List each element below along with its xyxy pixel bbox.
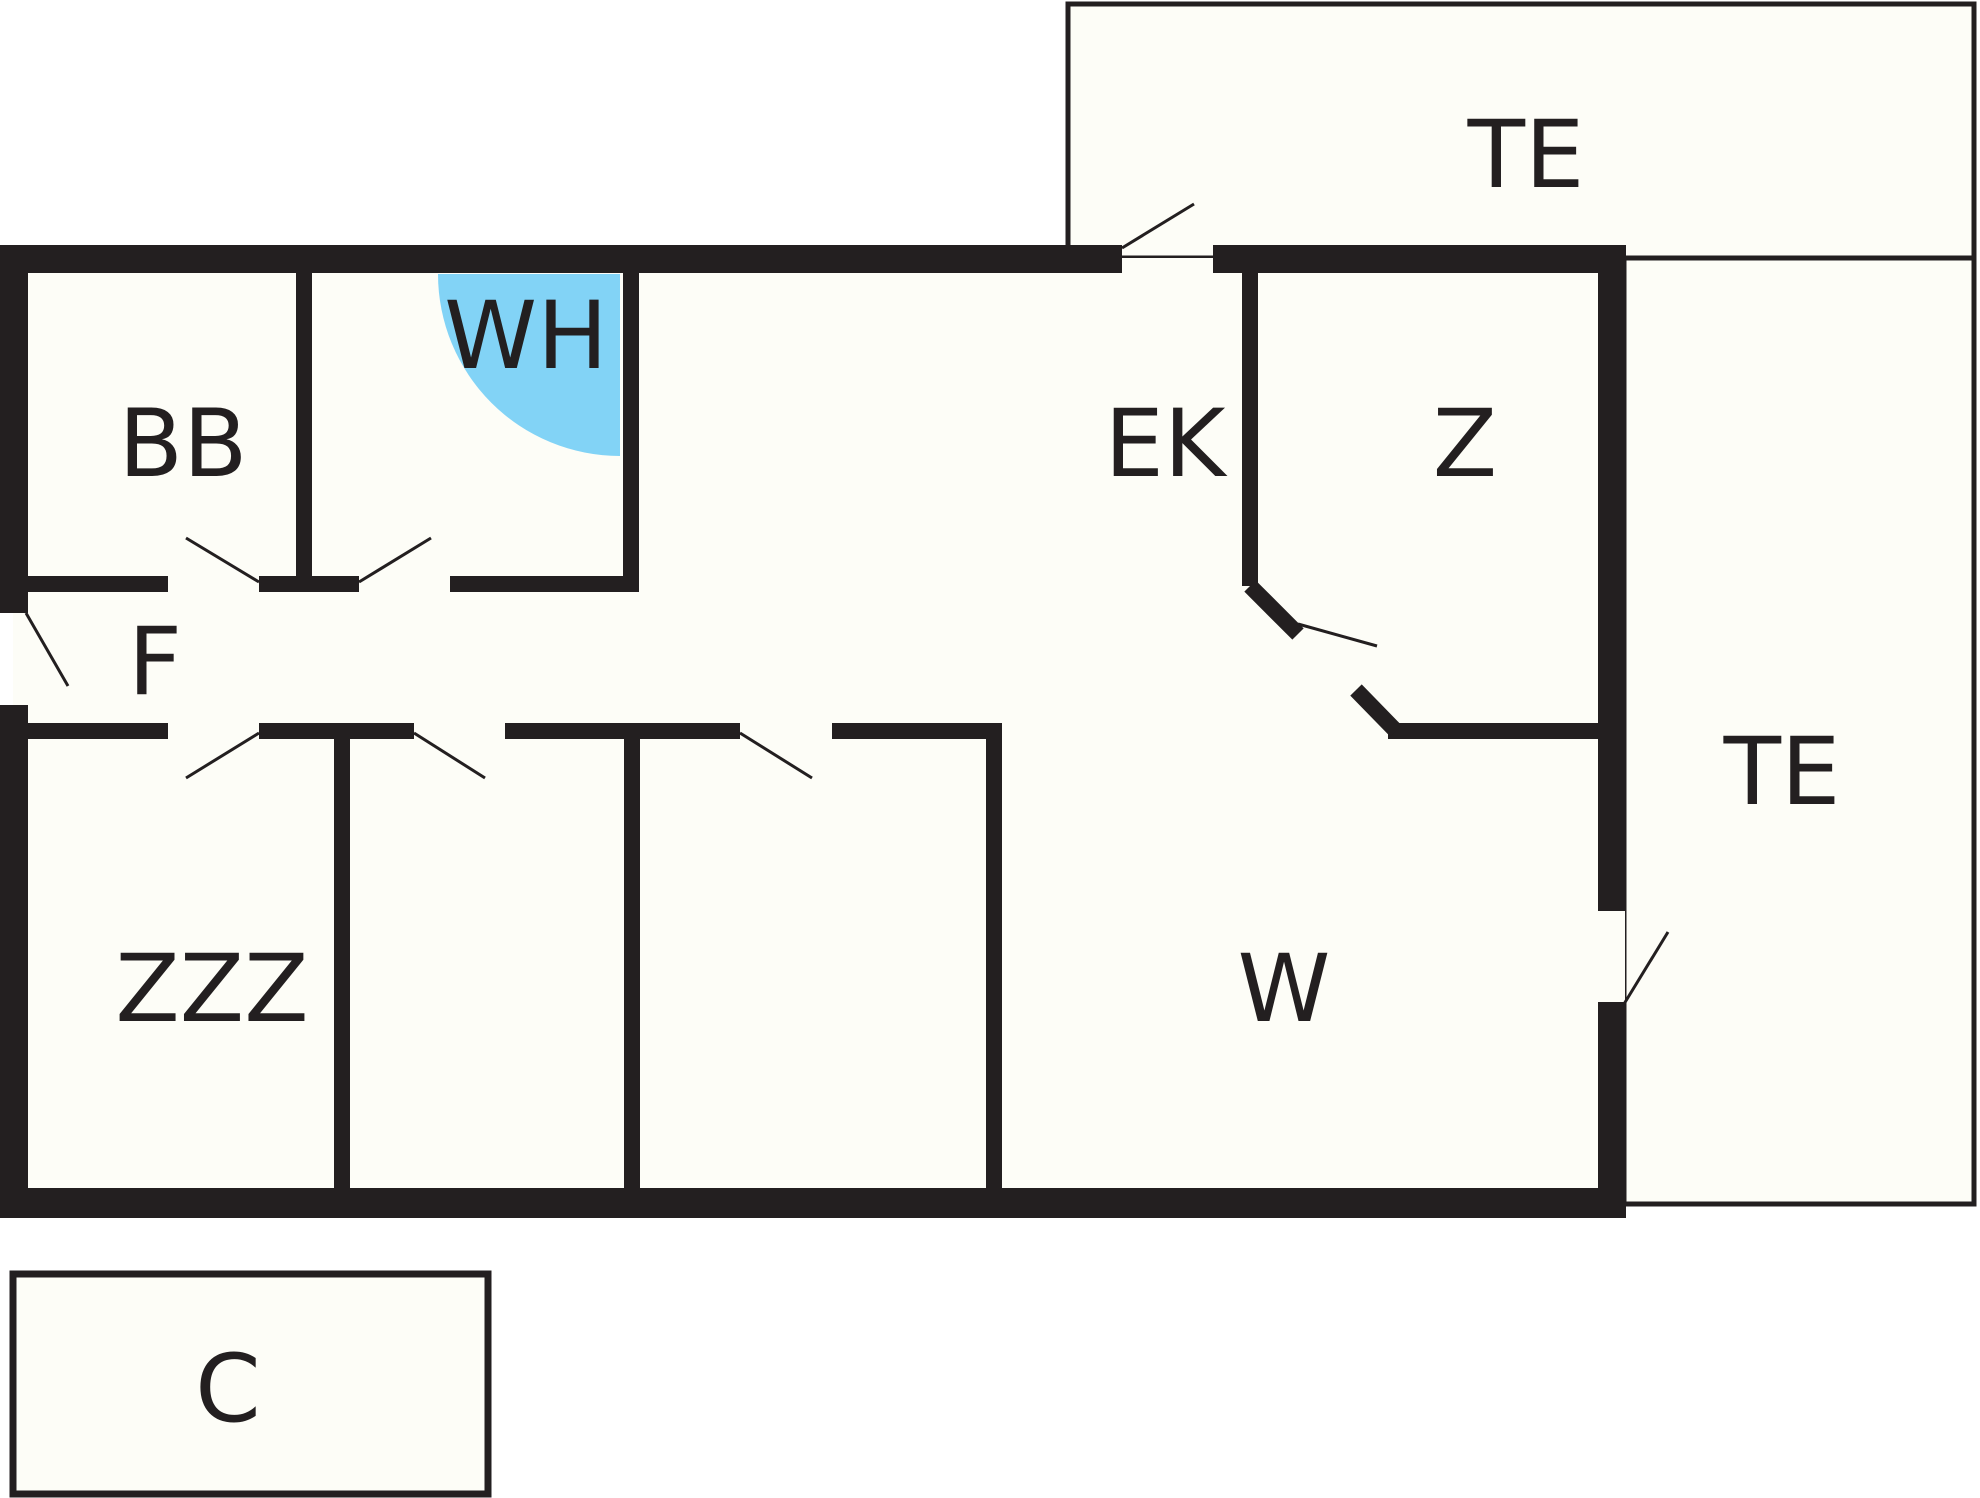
wall-hall-top-1 (13, 576, 168, 592)
door-bedroom-2 (413, 731, 486, 780)
diagonal-walls (1244, 580, 1402, 737)
label-kitchen: EK (1104, 390, 1227, 499)
outer-wall-bottom (0, 1188, 1626, 1218)
label-terrace-right: TE (1723, 718, 1841, 827)
door-washroom (358, 536, 432, 584)
house-floor (13, 258, 1625, 1204)
door-entrance (24, 612, 70, 687)
door-room-z (1297, 622, 1378, 648)
wall-wh-right (623, 258, 639, 591)
label-terrace-top: TE (1467, 101, 1585, 210)
wall-bedroom-1 (334, 723, 350, 1203)
outer-wall-top-left (0, 245, 1122, 273)
outer-wall-left-lower (0, 705, 28, 1218)
outer-wall-left-upper (0, 245, 28, 613)
door-swings (24, 202, 1670, 1005)
outer-wall-top-right (1213, 245, 1626, 273)
label-bathroom: BB (119, 390, 248, 499)
door-bathroom (185, 536, 260, 584)
terrace-top (1065, 1, 1977, 261)
terrace-right (1621, 255, 1977, 1207)
wall-z-bottom (1388, 723, 1613, 739)
label-washroom: WH (444, 282, 608, 391)
wall-bedroom-2 (624, 723, 640, 1203)
label-living: W (1238, 935, 1331, 1044)
label-bedroom: ZZZ (115, 935, 308, 1044)
wall-z-diagonal-lower (1350, 684, 1402, 737)
wall-hall-top-3 (450, 576, 639, 592)
walls (0, 245, 1626, 1218)
wall-z-diagonal-upper (1244, 580, 1304, 640)
door-living-terrace (1622, 931, 1670, 1005)
storage-room (9, 1270, 492, 1498)
label-room-z: Z (1433, 390, 1497, 499)
label-hallway: F (128, 608, 182, 717)
wall-hall-bottom-3 (505, 723, 740, 739)
door-bedroom-3 (739, 731, 813, 780)
label-storage: C (195, 1335, 261, 1444)
wall-bedroom-3 (986, 723, 1002, 1203)
door-bedroom-1 (185, 731, 260, 780)
door-terrace (1121, 202, 1195, 250)
wall-bb-wh (296, 258, 312, 591)
wall-hall-bottom-4 (832, 723, 1002, 739)
shower-area (438, 274, 620, 456)
wall-hall-top-2 (259, 576, 359, 592)
wall-z-left (1242, 258, 1258, 586)
outer-wall-right-upper (1598, 245, 1626, 911)
outer-wall-right-lower (1598, 1002, 1626, 1218)
wall-hall-bottom-1 (13, 723, 168, 739)
